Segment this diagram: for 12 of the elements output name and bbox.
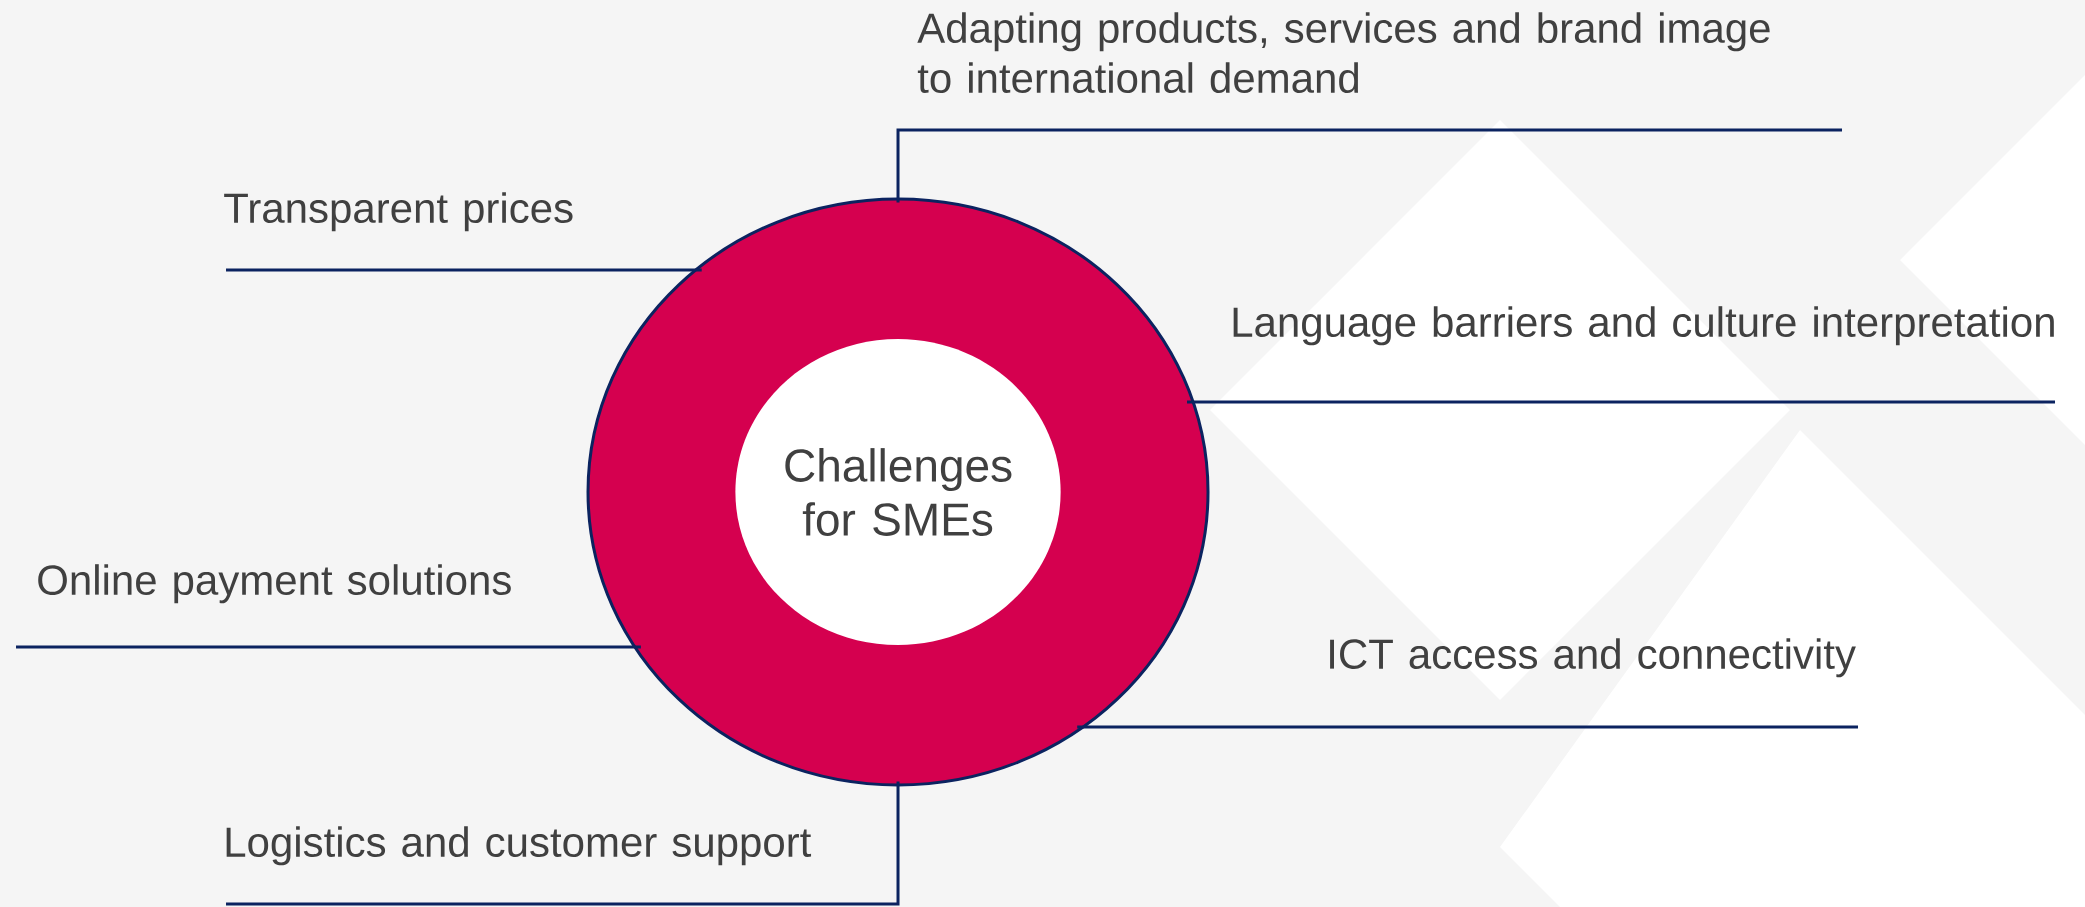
challenge-label: Adapting products, services and brand image to international demand	[917, 12, 1770, 94]
challenge-label: Logistics and customer support	[226, 826, 812, 866]
challenge-label: Language barriers and culture interpretation	[1233, 306, 2054, 346]
leader-line	[226, 781, 900, 906]
challenge-label: ICT access and connectivity	[1330, 638, 1856, 678]
leader-line	[1187, 400, 2055, 404]
leader-line	[226, 268, 702, 272]
challenge-label: Online payment solutions	[38, 564, 511, 604]
leader-line	[16, 645, 641, 649]
challenge-label: Transparent prices	[224, 192, 573, 232]
leader-line	[1077, 725, 1858, 729]
leader-line	[896, 128, 1842, 203]
